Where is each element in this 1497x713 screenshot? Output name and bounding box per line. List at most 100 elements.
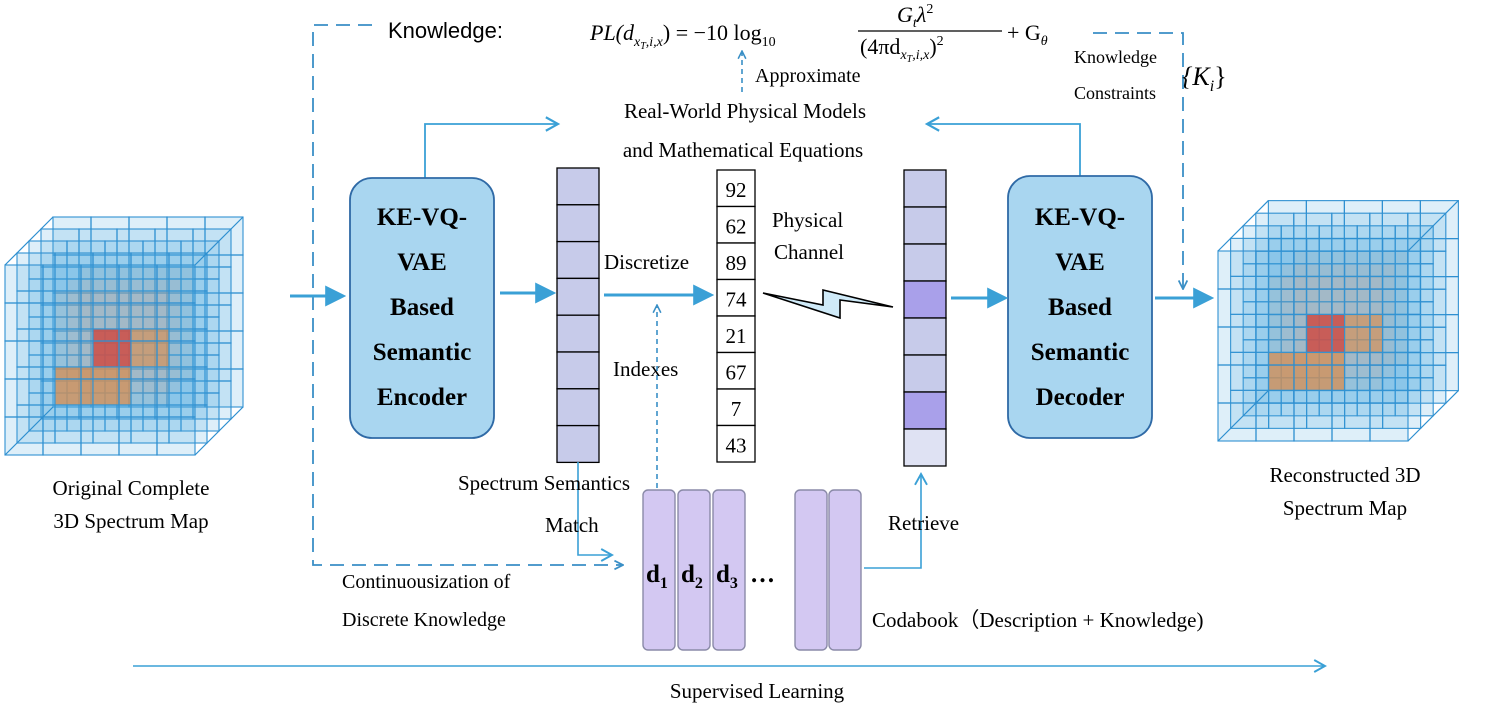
semantic-cell xyxy=(556,351,600,390)
cube-cell xyxy=(54,252,94,292)
cube-edge xyxy=(194,216,244,266)
cube-cell xyxy=(1217,250,1257,290)
cube-cell xyxy=(16,290,56,330)
continuousization-label-line1: Continuousization of xyxy=(342,571,511,593)
cube-cell xyxy=(4,378,44,418)
cube-cell xyxy=(168,252,208,292)
semantic-cell xyxy=(556,167,600,206)
cube-cell xyxy=(1305,237,1346,278)
cube-cell xyxy=(1369,288,1409,328)
cube-cell xyxy=(28,278,68,318)
knowledge-dashed-line-left xyxy=(312,24,622,565)
cube-cell xyxy=(42,416,82,456)
retrieve-label: Retrieve xyxy=(888,511,959,535)
svg-text:+ Gθ: + Gθ xyxy=(1007,20,1048,49)
cube-cell xyxy=(52,330,92,370)
cube-cell xyxy=(1394,339,1434,379)
retrieved-semantics-column xyxy=(903,169,947,467)
cube-cell xyxy=(90,216,130,256)
cube-cell xyxy=(1382,313,1422,354)
codebook-entry-label: d3 xyxy=(716,561,738,592)
original-map-label-line2: 3D Spectrum Map xyxy=(53,509,208,533)
cube-cell xyxy=(1369,364,1409,404)
semantic-cell xyxy=(903,354,947,393)
semantic-cell xyxy=(903,169,947,208)
match-label: Match xyxy=(545,513,599,537)
svg-text:Gtλ2: Gtλ2 xyxy=(897,2,933,31)
cube-cell xyxy=(1369,212,1409,252)
cube-cell xyxy=(128,368,168,408)
encoded-semantics-column xyxy=(556,167,600,464)
decoder-label-line: KE-VQ- xyxy=(1035,204,1125,231)
cube-cell xyxy=(80,416,120,456)
codebook-entry-label: d2 xyxy=(681,561,703,592)
knowledge-label: Knowledge: xyxy=(388,18,503,43)
cube-cell xyxy=(154,380,194,420)
cube-cell xyxy=(1230,351,1270,391)
semantic-cell xyxy=(903,280,947,319)
cube-cell xyxy=(204,330,244,370)
cube-edge xyxy=(1407,390,1459,442)
cube-cell xyxy=(54,328,94,368)
cube-cell xyxy=(1255,402,1295,442)
cube-cell xyxy=(4,302,44,342)
cube-cell xyxy=(1293,402,1333,442)
cube-cell xyxy=(1305,313,1346,354)
cube-cell xyxy=(1369,250,1409,290)
encoder-label-line: Encoder xyxy=(377,384,467,411)
cube-cell xyxy=(1267,275,1308,316)
index-value: 21 xyxy=(726,324,747,348)
cube-cell xyxy=(1407,250,1447,290)
cube-cell xyxy=(166,330,206,370)
cube-cell xyxy=(1293,288,1333,328)
cube-cell xyxy=(42,264,82,304)
cube-cell xyxy=(142,278,182,318)
cube-cell xyxy=(142,240,182,280)
cube-cell xyxy=(1343,275,1384,316)
semantic-encoder-box xyxy=(349,177,495,439)
cube-cell xyxy=(1394,263,1434,303)
cube-cell xyxy=(1394,377,1434,417)
cube-cell xyxy=(204,254,244,294)
cube-cell xyxy=(1331,402,1371,442)
semantic-cell xyxy=(556,424,600,464)
cube-cell xyxy=(1369,402,1409,442)
cube-cell xyxy=(118,264,158,304)
original-map-label-line1: Original Complete xyxy=(53,476,210,500)
decoder-to-models-arrow xyxy=(924,116,1081,178)
semantic-cell xyxy=(556,388,600,427)
knowledge-set-label: {Ki} xyxy=(1182,62,1227,95)
knowledge-constraints-label-line2: Constraints xyxy=(1074,83,1156,103)
encoder-label-line: KE-VQ- xyxy=(377,204,467,231)
cube-cell xyxy=(80,378,120,418)
reconstructed-spectrum-map-cube xyxy=(1217,200,1459,442)
semantic-cell xyxy=(903,391,947,430)
encoder-label-line: VAE xyxy=(397,249,447,276)
cube-cell xyxy=(1255,288,1295,328)
cube-edge xyxy=(194,406,244,456)
decoder-label-line: Decoder xyxy=(1036,384,1125,411)
cube-cell xyxy=(1242,225,1282,265)
approximate-label: Approximate xyxy=(755,65,861,87)
cube-cell xyxy=(4,340,44,380)
codebook-entry-label: d1 xyxy=(646,561,668,592)
cube-edge xyxy=(4,216,54,266)
cube-cell xyxy=(1331,250,1371,290)
cube-cell xyxy=(1217,288,1257,328)
cube-cell xyxy=(180,354,220,394)
cube-cell xyxy=(1255,326,1295,366)
cube-cell xyxy=(1293,250,1333,290)
knowledge-constraints-dashed-line xyxy=(1093,32,1183,288)
codebook-entry xyxy=(794,489,828,651)
cube-cell xyxy=(40,304,80,344)
cube-cell xyxy=(128,254,168,294)
cube-cell xyxy=(92,252,132,292)
cube-cell xyxy=(118,302,158,342)
cube-cell xyxy=(1369,326,1409,366)
semantic-cell xyxy=(556,277,600,316)
cube-cell xyxy=(156,340,196,380)
cube-cell xyxy=(156,264,196,304)
